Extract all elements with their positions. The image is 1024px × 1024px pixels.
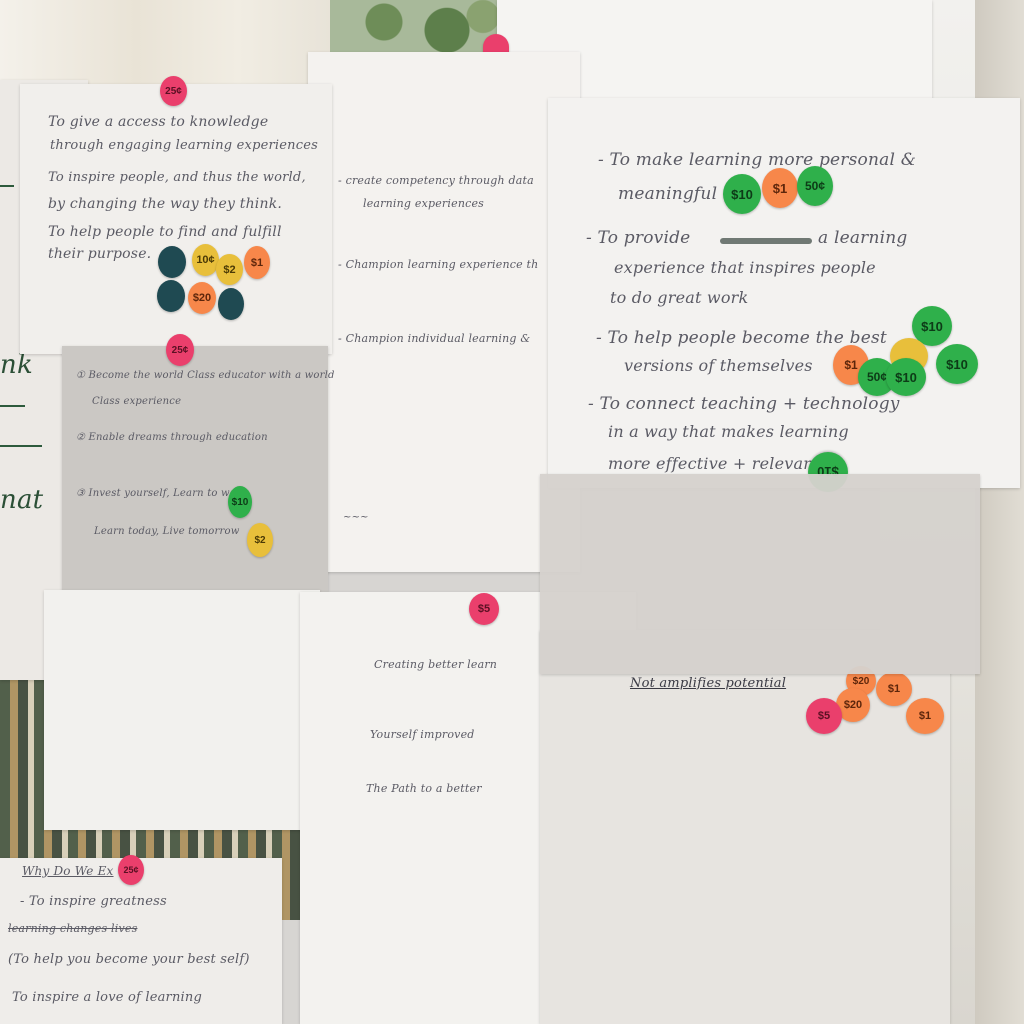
marker-dash [0, 445, 42, 447]
price-sticker: $20 [188, 282, 216, 314]
note-text: - create competency through data [338, 174, 534, 187]
price-sticker: 50¢ [797, 166, 833, 206]
note-b: ① Become the world Class educator with a… [62, 346, 334, 592]
price-sticker: 25¢ [118, 855, 144, 885]
note-text: - To provide [586, 228, 691, 248]
price-sticker: $10 [912, 306, 952, 346]
price-sticker: $1 [876, 672, 912, 706]
trees-outside [330, 0, 510, 55]
price-sticker: 10¢ [192, 244, 219, 276]
dot-sticker [158, 246, 186, 278]
price-sticker: 25¢ [166, 334, 194, 366]
note-text: Not amplifies potential [630, 676, 787, 691]
note-text: ① Become the world Class educator with a… [76, 370, 335, 381]
note-text: versions of themselves [624, 356, 813, 375]
note-d-overlay [540, 474, 980, 674]
price-sticker: $2 [247, 523, 273, 557]
note-text: learning changes lives [8, 922, 138, 935]
note-text: Creating better learn [374, 658, 498, 671]
note-text: - To inspire greatness [20, 894, 167, 909]
note-text: ② Enable dreams through education [76, 432, 268, 443]
note-text: - To help people become the best [596, 328, 887, 348]
price-sticker: $5 [806, 698, 842, 734]
dot-sticker [157, 280, 185, 312]
window-blinds [0, 0, 340, 90]
price-sticker: $5 [469, 593, 499, 625]
fragment-text: nk [0, 350, 33, 380]
note-text: to do great work [610, 288, 749, 307]
price-sticker: $10 [228, 486, 252, 518]
note-text: To give a access to knowledge [48, 114, 269, 130]
note-a: To give a access to knowledge through en… [20, 84, 332, 354]
note-text: in a way that makes learning [608, 422, 849, 441]
note-text: through engaging learning experiences [50, 138, 318, 153]
note-lower-left [44, 590, 320, 830]
note-c: - create competency through data learnin… [308, 52, 580, 572]
note-text: by changing the way they think. [48, 196, 283, 212]
dot-sticker [218, 288, 244, 320]
note-text: - To make learning more personal & [598, 150, 917, 170]
note-text: experience that inspires people [614, 258, 876, 277]
price-sticker: 25¢ [160, 76, 187, 106]
note-text: To help people to find and fulfill [48, 224, 282, 240]
note-text: a learning [818, 228, 908, 248]
marker-dash [0, 185, 14, 187]
note-text: - To connect teaching + technology [588, 394, 900, 414]
price-sticker: $10 [886, 358, 926, 396]
note-text: To inspire a love of learning [12, 990, 202, 1005]
price-sticker: $10 [723, 174, 761, 214]
scribble-out [720, 238, 812, 244]
note-text: - Champion individual learning & [338, 332, 531, 345]
note-g: Why Do We Ex - To inspire greatness lear… [0, 858, 282, 1024]
note-text: ③ Invest yourself, Learn to work [76, 488, 248, 499]
note-title: Why Do We Ex [22, 864, 114, 878]
note-d: - To make learning more personal & meani… [548, 98, 1020, 488]
note-text: meaningful [618, 184, 718, 204]
marker-dash [0, 405, 25, 407]
note-text: their purpose. [48, 246, 152, 262]
scribble: ~~~ [343, 512, 369, 523]
note-text: Class experience [92, 396, 182, 407]
price-sticker: $1 [906, 698, 944, 734]
note-text: learning experiences [363, 197, 485, 210]
note-text: (To help you become your best self) [8, 952, 250, 967]
note-text: Yourself improved [370, 728, 475, 741]
price-sticker: $1 [762, 168, 798, 208]
fragment-text: nat [0, 485, 44, 515]
note-text: - Champion learning experience th [338, 258, 539, 271]
note-text: The Path to a better [366, 782, 482, 795]
price-sticker: $10 [936, 344, 978, 384]
price-sticker: $2 [216, 254, 243, 285]
note-text: Learn today, Live tomorrow [94, 526, 240, 537]
price-sticker: $1 [244, 246, 270, 279]
note-text: more effective + relevant [608, 454, 821, 473]
note-text: To inspire people, and thus the world, [48, 170, 306, 185]
